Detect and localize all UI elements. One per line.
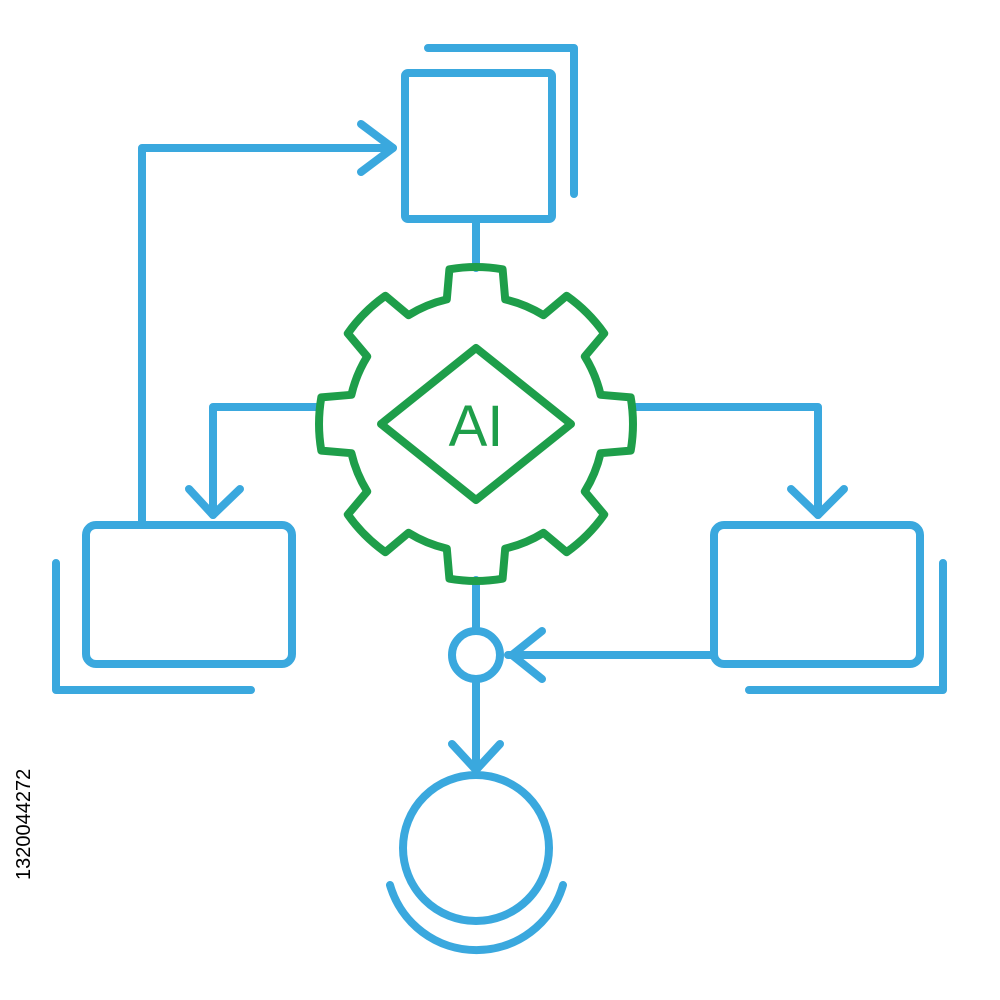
left-box-stack (52, 521, 296, 694)
right-box-stack (710, 521, 947, 694)
terminal-circle-icon (386, 771, 567, 955)
top-box-back-edge (424, 44, 578, 198)
junction-circle-icon (448, 627, 504, 683)
left-to-top-arrow (138, 120, 397, 527)
arrowhead-down-bottom (448, 740, 504, 774)
arrowhead-down-right (787, 485, 848, 519)
gear-to-left-arrow (185, 403, 322, 519)
right-box-back-edge (745, 559, 947, 694)
ai-label: AI (449, 394, 504, 459)
terminal-base-arc (386, 881, 567, 955)
ai-diamond (377, 344, 575, 504)
arrowhead-left (508, 627, 546, 683)
terminal-circle (399, 771, 553, 925)
top-box (401, 69, 556, 223)
left-box-back-edge (52, 559, 255, 694)
top-box-stack (401, 44, 578, 223)
arrowhead-down-left (185, 485, 244, 519)
arrowhead-right (357, 120, 397, 176)
left-box (82, 521, 296, 668)
image-id-text: 1320044272 (13, 769, 35, 880)
junction-to-terminal-arrow (448, 675, 504, 774)
gear-to-right-arrow (628, 403, 848, 519)
right-box (710, 521, 924, 668)
right-to-junction-arrow (504, 627, 718, 683)
gear-icon: AI (315, 263, 637, 585)
gear-outline (315, 263, 637, 585)
